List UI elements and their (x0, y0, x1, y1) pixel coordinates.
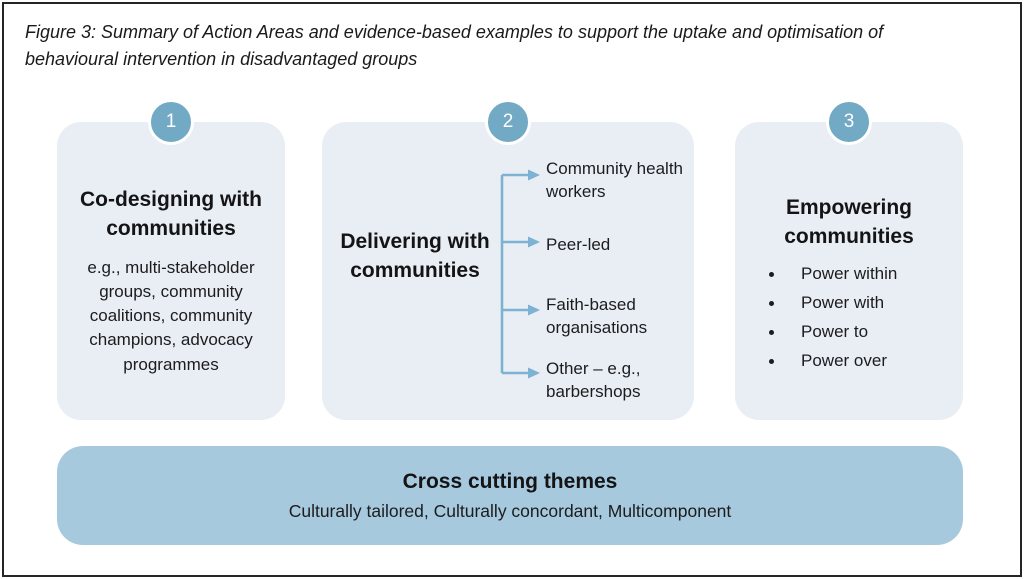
bullet-label-power-with: Power with (801, 293, 885, 312)
card-description-codesigning: e.g., multi-stakeholder groups, communit… (87, 258, 255, 374)
bullet-label-power-to: Power to (801, 322, 869, 341)
cross-cutting-themes-bar: Cross cutting themes Culturally tailored… (57, 446, 963, 545)
action-area-card-2 (322, 122, 694, 420)
step-number-3: 3 (843, 111, 855, 132)
bullet-icon (769, 329, 774, 335)
delivery-example-other: Other – e.g., barbershops (546, 359, 641, 401)
step-number-badge-1: 1 (148, 99, 194, 145)
action-area-card-1 (57, 122, 285, 420)
delivery-example-peer-led: Peer-led (546, 235, 611, 254)
action-area-card-3 (735, 122, 963, 420)
delivery-example-community-health-workers: Community health workers (546, 159, 684, 201)
bullet-icon (769, 358, 774, 364)
card-title-delivering: Delivering with communities (340, 230, 490, 282)
delivery-example-faith-based: Faith-based organisations (546, 295, 648, 337)
bullet-label-power-over: Power over (801, 351, 887, 370)
card-title-empowering: Empowering communities (784, 196, 914, 248)
cross-cutting-title: Cross cutting themes (402, 469, 618, 493)
list-item: Power with (766, 293, 946, 313)
bullet-label-power-within: Power within (801, 264, 898, 283)
card-title-codesigning: Co-designing with communities (80, 188, 262, 240)
step-number-badge-2: 2 (485, 99, 531, 145)
step-number-badge-3: 3 (826, 99, 872, 145)
bullet-icon (769, 300, 774, 306)
cross-cutting-items: Culturally tailored, Culturally concorda… (288, 500, 732, 521)
step-number-2: 2 (502, 111, 514, 132)
figure-caption: Figure 3: Summary of Action Areas and ev… (25, 22, 884, 69)
list-item: Power within (766, 264, 946, 284)
bullet-icon (769, 271, 774, 277)
branch-arrows-icon (500, 169, 540, 379)
list-item: Power over (766, 351, 946, 371)
step-number-1: 1 (165, 111, 177, 132)
empowering-bullet-list: Power within Power with Power to Power o… (766, 264, 946, 371)
list-item: Power to (766, 322, 946, 342)
